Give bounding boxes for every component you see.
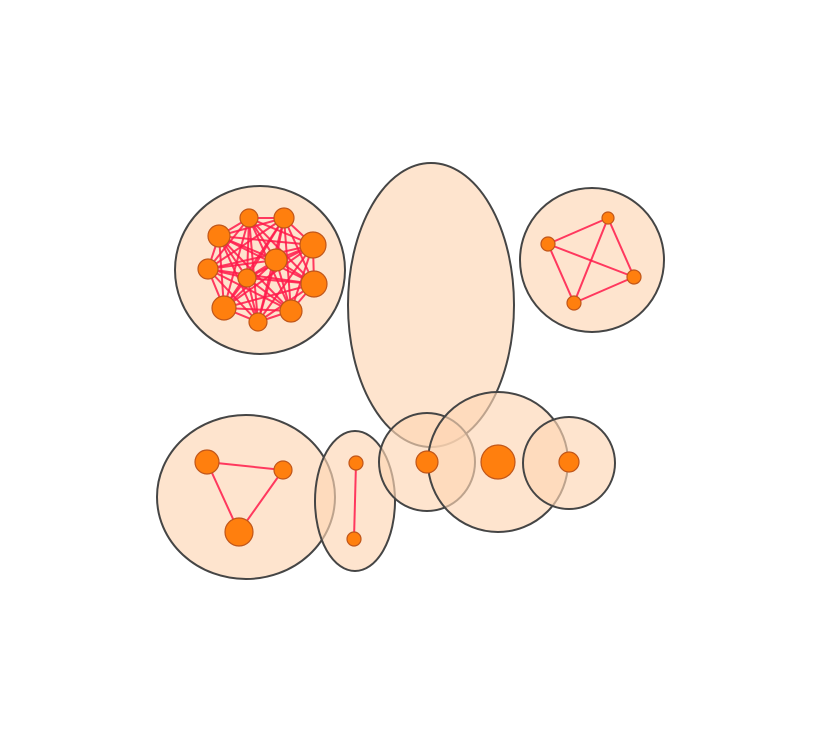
cluster-dense-node-2 bbox=[207, 224, 231, 248]
cluster-dense-edge-9 bbox=[248, 217, 259, 323]
cluster-triangle-node-0 bbox=[194, 449, 220, 475]
cluster-dense-edge-3 bbox=[207, 217, 250, 270]
cluster-pair-node-1 bbox=[346, 531, 362, 547]
cluster-dense-node-9 bbox=[279, 299, 303, 323]
cluster-triangle bbox=[156, 414, 336, 580]
cluster-triangle-edge-0 bbox=[206, 461, 284, 471]
cluster-four-node-2 bbox=[626, 269, 642, 285]
cluster-dense-edge-19 bbox=[218, 235, 314, 246]
cluster-single-b-node-0 bbox=[480, 444, 516, 480]
nodes-layer bbox=[194, 207, 642, 547]
cluster-dense-node-8 bbox=[211, 295, 237, 321]
cluster-dense-node-7 bbox=[300, 270, 328, 298]
cluster-four-edge-3 bbox=[607, 217, 635, 278]
cluster-dense-node-1 bbox=[273, 207, 295, 229]
cluster-dense-node-5 bbox=[264, 248, 288, 272]
cluster-four-edge-0 bbox=[547, 217, 609, 245]
cluster-dense-node-6 bbox=[237, 268, 257, 288]
cluster-single-c-node-0 bbox=[558, 451, 580, 473]
cluster-dense-node-0 bbox=[239, 208, 259, 228]
cluster-dense-node-3 bbox=[299, 231, 327, 259]
cluster-pair-edge-0 bbox=[353, 462, 357, 540]
cluster-four-node-3 bbox=[566, 295, 582, 311]
cluster-pair-node-0 bbox=[348, 455, 364, 471]
cluster-dense-edge-17 bbox=[283, 217, 292, 312]
cluster-four-edge-5 bbox=[573, 276, 635, 304]
cluster-four-edge-2 bbox=[547, 243, 575, 304]
cluster-triangle-node-2 bbox=[224, 517, 254, 547]
cluster-single-a-node-0 bbox=[415, 450, 439, 474]
cluster-dense-edge-31 bbox=[223, 244, 314, 309]
cluster-dense-edge-27 bbox=[207, 244, 314, 270]
cluster-four-edge-4 bbox=[573, 217, 609, 304]
cluster-dense-node-10 bbox=[248, 312, 268, 332]
cluster-triangle-node-1 bbox=[273, 460, 293, 480]
cluster-four-node-1 bbox=[601, 211, 615, 225]
cluster-dense-node-4 bbox=[197, 258, 219, 280]
cluster-four-node-0 bbox=[540, 236, 556, 252]
cluster-dense-edge-49 bbox=[223, 283, 315, 309]
